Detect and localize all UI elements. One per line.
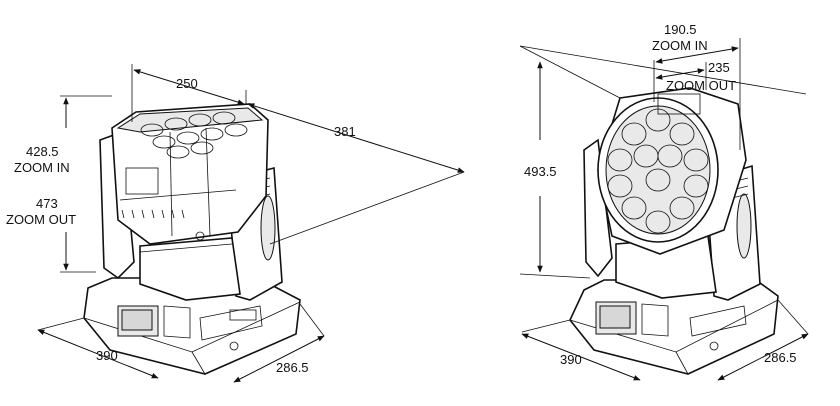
right-dimensions bbox=[519, 38, 809, 381]
right-yoke-knob bbox=[736, 193, 752, 259]
right-lens-cluster bbox=[607, 108, 709, 234]
left-diagonal-label: 381 bbox=[334, 124, 356, 139]
left-height-zoom-out-value: 473 bbox=[36, 196, 58, 211]
left-moving-head-view: 250 381 428.5 ZOOM IN 473 ZOOM OUT 390 2… bbox=[6, 64, 465, 383]
left-head bbox=[111, 103, 269, 245]
left-lens-cluster bbox=[140, 111, 248, 159]
left-width-top-label: 250 bbox=[176, 76, 198, 91]
right-moving-head-view: 190.5 ZOOM IN 235 ZOOM OUT 493.5 390 286… bbox=[519, 22, 809, 381]
right-zoom-in-label: ZOOM IN bbox=[652, 38, 708, 53]
left-height-zoom-in-value: 428.5 bbox=[26, 144, 59, 159]
right-base-width-label: 390 bbox=[560, 352, 582, 367]
left-base-width-label: 390 bbox=[96, 348, 118, 363]
left-base-depth-label: 286.5 bbox=[276, 360, 309, 375]
left-zoom-out-label: ZOOM OUT bbox=[6, 212, 76, 227]
left-zoom-in-label: ZOOM IN bbox=[14, 160, 70, 175]
right-width-zoom-in-value: 190.5 bbox=[664, 22, 697, 37]
right-width-zoom-out-value: 235 bbox=[708, 60, 730, 75]
right-zoom-out-label: ZOOM OUT bbox=[666, 78, 736, 93]
right-height-label: 493.5 bbox=[524, 164, 557, 179]
right-head bbox=[597, 87, 747, 255]
right-base-depth-label: 286.5 bbox=[764, 350, 797, 365]
left-yoke-knob bbox=[260, 195, 276, 261]
left-dimensions bbox=[37, 64, 465, 383]
